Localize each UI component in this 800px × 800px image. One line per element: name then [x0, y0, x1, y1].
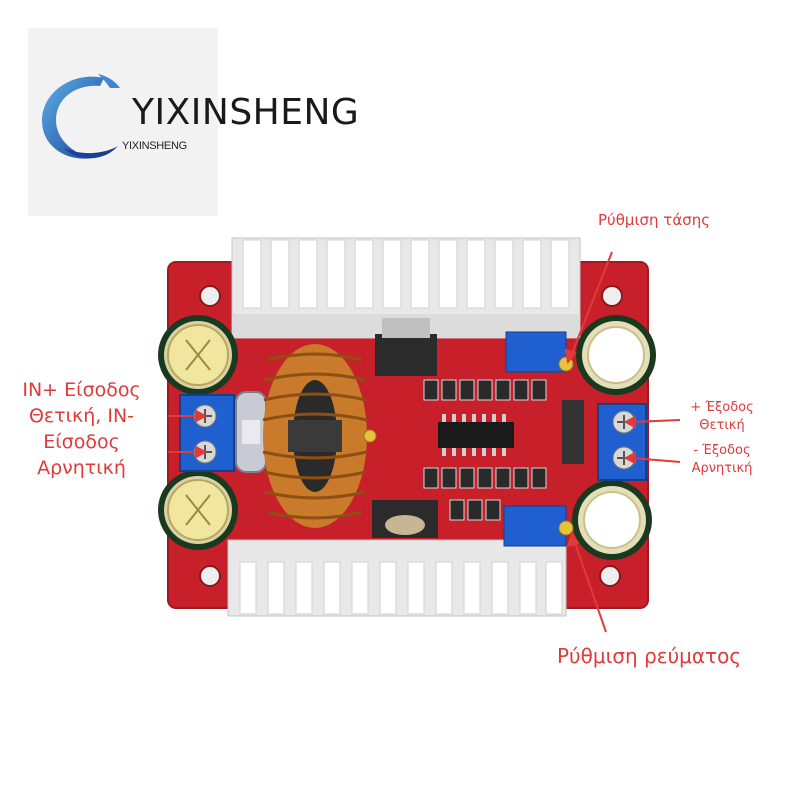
mounting-holes: [199, 285, 623, 587]
label-input-line3: Είσοδος: [43, 431, 120, 453]
capacitor-left-bottom: [158, 470, 238, 550]
capacitor-right-bottom: [572, 480, 652, 560]
brand-panel: [28, 28, 218, 216]
brand-subtitle: YIXINSHENG: [122, 140, 187, 152]
heatsink-bottom: [227, 539, 567, 617]
label-output-negative-line2: Αρνητική: [691, 461, 753, 476]
capacitor-right-top: [576, 315, 656, 395]
label-input-line4: Αρνητική: [37, 457, 126, 479]
label-output-positive-line1: + Έξοδος: [690, 400, 754, 415]
mosfet-top: [375, 318, 437, 376]
toroid-inductor: [262, 344, 368, 528]
ic-chip: [438, 414, 514, 456]
label-output-negative-line1: - Έξοδος: [693, 443, 751, 458]
label-input-line2: Θετική, IN-: [28, 405, 135, 427]
brand-logo-icon: [42, 74, 120, 159]
potentiometer-bottom: [503, 505, 574, 547]
label-output-positive: + Έξοδος Θετική: [676, 399, 768, 435]
input-terminal-block: [179, 394, 235, 472]
potentiometer-top: [505, 331, 574, 373]
capacitor-left-top: [158, 315, 238, 395]
shunt-resistor: [562, 400, 584, 464]
label-input: IN+ Είσοδος Θετική, IN- Είσοδος Αρνητική: [0, 377, 163, 481]
label-output-positive-line2: Θετική: [699, 418, 745, 433]
output-terminal-block: [597, 403, 647, 481]
label-input-line1: IN+ Είσοδος: [22, 379, 141, 401]
label-voltage-adjust: Ρύθμιση τάσης: [598, 211, 711, 229]
diode-bottom: [372, 500, 438, 538]
callout-lines: [168, 251, 681, 633]
label-output-negative: - Έξοδος Αρνητική: [676, 442, 768, 478]
smd-resistor-rows: [423, 379, 547, 521]
brand-name: YIXINSHENG: [132, 92, 360, 133]
label-current-adjust: Ρύθμιση ρεύματος: [557, 644, 742, 668]
fuse: [235, 391, 267, 473]
